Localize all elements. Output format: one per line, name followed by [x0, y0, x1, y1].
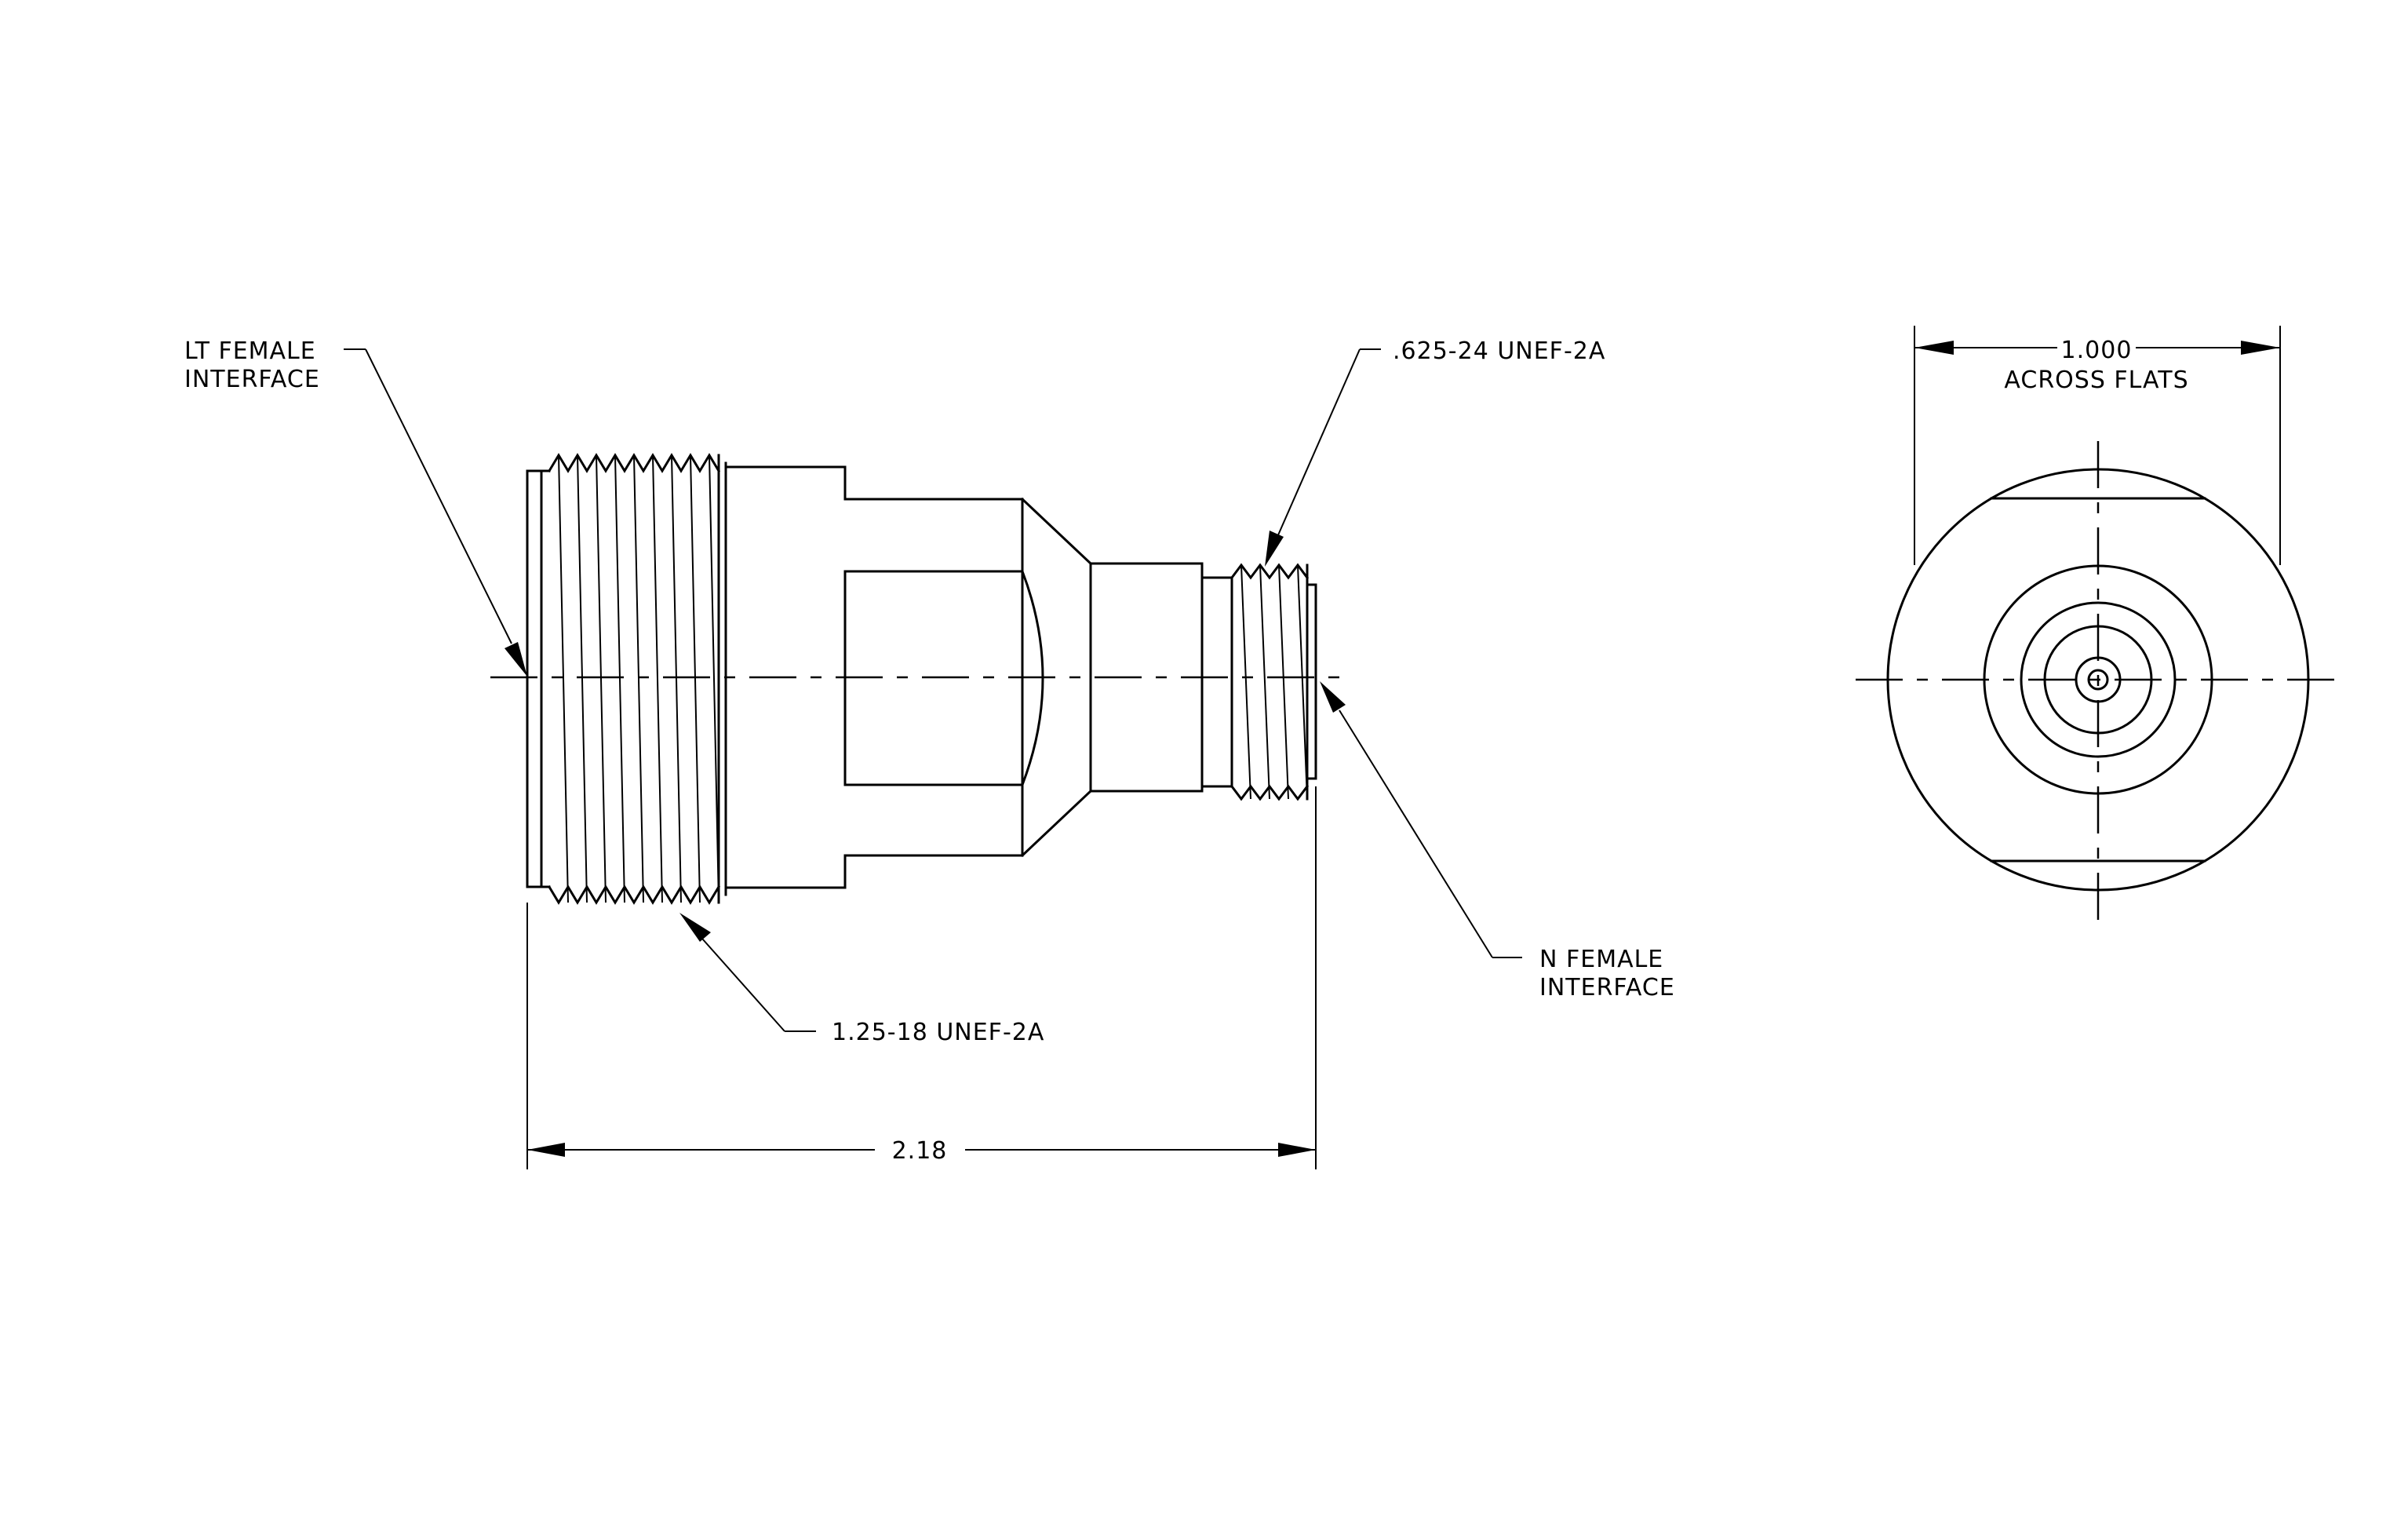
svg-text:INTERFACE: INTERFACE [1539, 974, 1675, 1001]
thread-crests-bottom [547, 885, 721, 905]
svg-text:1.25-18 UNEF-2A: 1.25-18 UNEF-2A [832, 1019, 1044, 1046]
svg-text:INTERFACE: INTERFACE [184, 366, 320, 393]
thread-line [614, 454, 625, 903]
thread-line [596, 454, 607, 903]
small-thread-crests-top [1230, 563, 1310, 580]
interface-circle-2 [2020, 601, 2177, 758]
svg-text:N FEMALE: N FEMALE [1539, 946, 1663, 973]
large-thread-section [526, 453, 727, 905]
svg-text:LT FEMALE: LT FEMALE [184, 337, 316, 365]
center-pin-circle [2087, 669, 2109, 691]
callout-lt-female-interface: LT FEMALE INTERFACE [184, 337, 527, 677]
interface-circle-4 [2075, 656, 2122, 703]
callout-n-female-interface: N FEMALE INTERFACE [1320, 681, 1675, 1001]
overall-length-dimension: 2.18 [526, 786, 1317, 1169]
thread-line [558, 454, 569, 903]
across-flats-value: 1.000 [2061, 337, 2133, 364]
small-thread-section [1230, 563, 1317, 801]
thread-lines-small [1240, 564, 1308, 800]
callout-small-thread: .625-24 UNEF-2A [1265, 337, 1605, 567]
across-flats-dimension: 1.000 ACROSS FLATS [1914, 326, 2281, 565]
thread-line [1259, 564, 1270, 800]
callout-large-thread: 1.25-18 UNEF-2A [679, 913, 1044, 1046]
thread-line [577, 454, 588, 903]
svg-text:.625-24 UNEF-2A: .625-24 UNEF-2A [1393, 337, 1605, 365]
outer-diameter-circle [1886, 468, 2310, 892]
thread-line [709, 454, 719, 903]
thread-line [1240, 564, 1251, 800]
across-flats-label: ACROSS FLATS [2004, 367, 2188, 394]
thread-line [671, 454, 682, 903]
thread-line [652, 454, 663, 903]
thread-line [1278, 564, 1289, 800]
connector-body [724, 465, 1233, 889]
side-view: 2.18 LT FEMALE INTERFACE .625-24 UNEF-2A… [184, 337, 1675, 1169]
thread-line [1297, 564, 1308, 800]
thread-line [690, 454, 701, 903]
thread-lines-large [558, 454, 719, 903]
thread-line [633, 454, 644, 903]
interface-circle-3 [2043, 625, 2153, 735]
interface-circle-1 [1983, 564, 2213, 795]
end-view: 1.000 ACROSS FLATS [1856, 326, 2342, 926]
overall-length-label: 2.18 [892, 1137, 948, 1165]
